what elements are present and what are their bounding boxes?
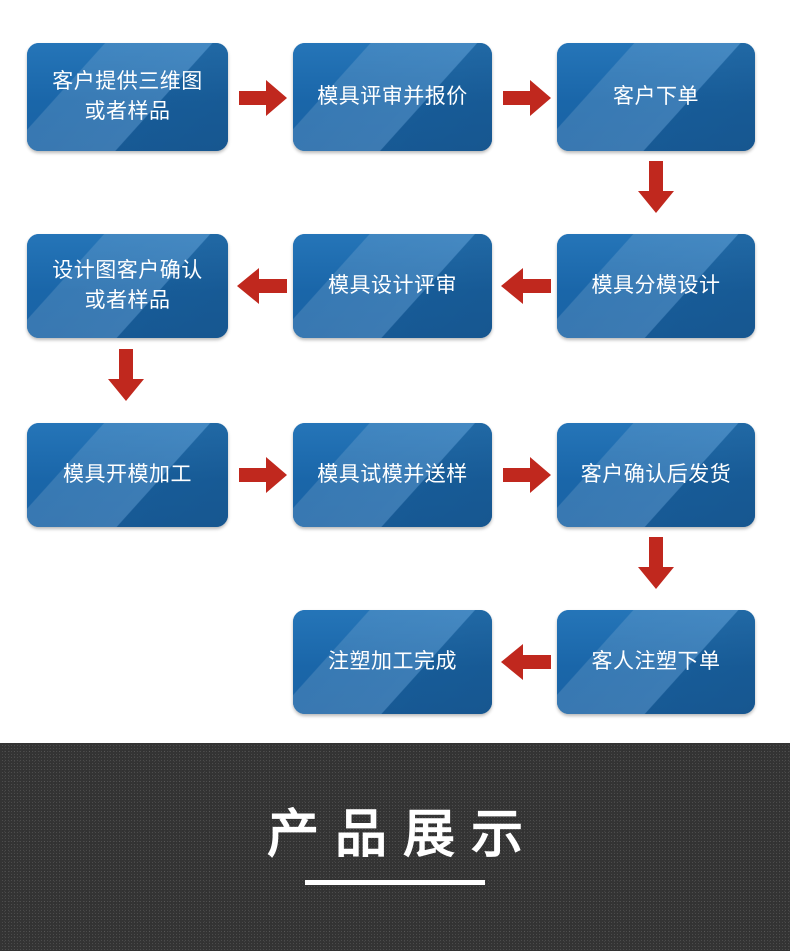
flow-node-label: 客户下单	[613, 85, 699, 108]
flow-node-n2[interactable]: 模具评审并报价	[293, 43, 492, 151]
flow-node-n8[interactable]: 模具试模并送样	[293, 423, 492, 527]
flow-node-label: 客人注塑下单	[591, 650, 721, 673]
banner-underline	[305, 879, 485, 885]
product-display-banner: 产品展示	[0, 743, 790, 951]
banner-title: 产品展示	[266, 805, 539, 864]
flow-node-label: 模具设计评审	[328, 274, 457, 297]
flowchart: 客户提供三维图 或者样品 模具评审并报价 客户下单	[27, 43, 755, 714]
flow-node-label: 客户提供三维图 或者样品	[52, 70, 203, 123]
flow-node-n3[interactable]: 客户下单	[557, 43, 755, 151]
flow-node-n4[interactable]: 设计图客户确认 或者样品	[27, 234, 228, 338]
flow-arrow-a7	[239, 457, 287, 493]
flow-node-n6[interactable]: 模具分模设计	[557, 234, 755, 338]
flow-arrow-a5	[237, 268, 287, 304]
flow-node-n11[interactable]: 客人注塑下单	[557, 610, 755, 714]
flow-arrow-a9	[638, 537, 674, 589]
flow-node-label: 模具试模并送样	[317, 463, 468, 486]
flow-node-label: 注塑加工完成	[328, 650, 457, 673]
flow-node-n7[interactable]: 模具开模加工	[27, 423, 228, 527]
flow-arrow-a8	[503, 457, 551, 493]
flow-node-label: 模具分模设计	[591, 274, 721, 297]
flow-arrow-a4	[501, 268, 551, 304]
flow-node-label: 模具评审并报价	[317, 85, 468, 108]
flow-node-n10[interactable]: 注塑加工完成	[293, 610, 492, 714]
flow-arrow-a10	[501, 644, 551, 680]
flow-arrow-a1	[239, 80, 287, 116]
flow-arrow-a2	[503, 80, 551, 116]
flow-arrow-a3	[638, 161, 674, 213]
flow-node-n5[interactable]: 模具设计评审	[293, 234, 492, 338]
flow-node-n9[interactable]: 客户确认后发货	[557, 423, 755, 527]
flow-node-label: 模具开模加工	[63, 463, 192, 486]
flow-node-label: 设计图客户确认 或者样品	[52, 259, 203, 312]
flow-arrow-a6	[108, 349, 144, 401]
banner-content: 产品展示	[0, 743, 790, 951]
flow-node-n1[interactable]: 客户提供三维图 或者样品	[27, 43, 228, 151]
flow-node-label: 客户确认后发货	[580, 463, 732, 486]
